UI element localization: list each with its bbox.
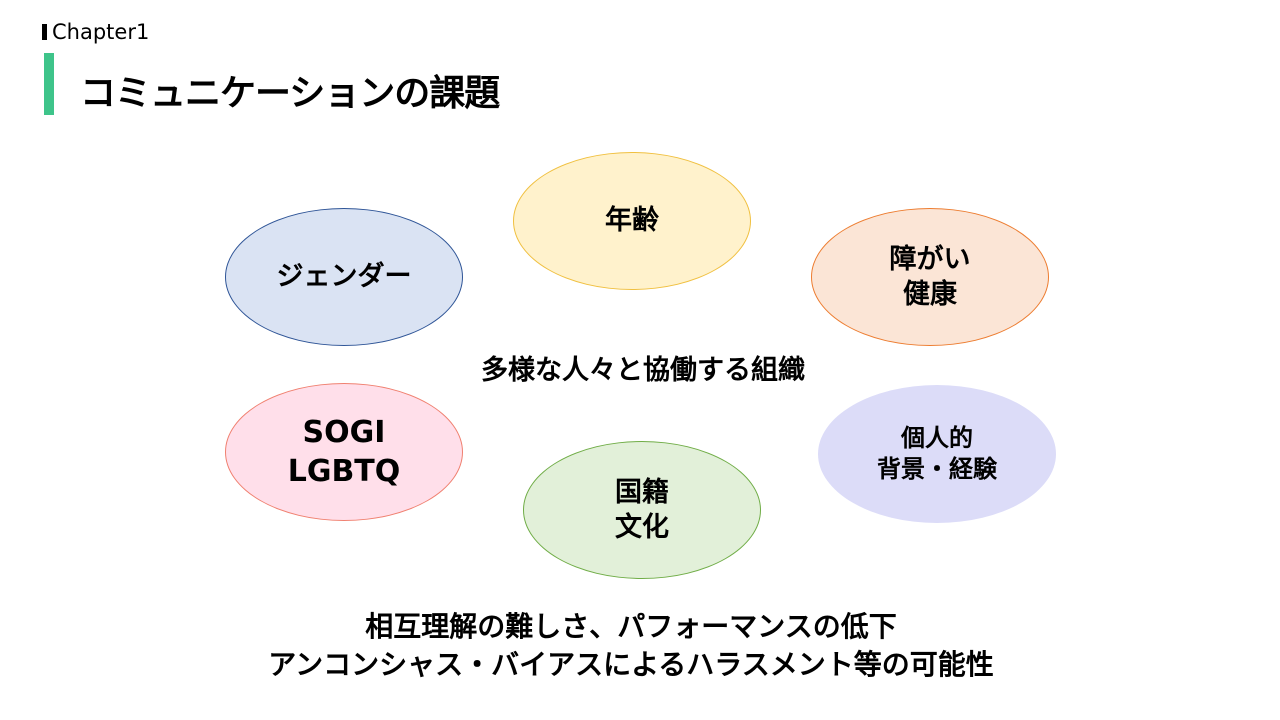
ellipse-nationality-culture: 国籍文化 [523, 441, 761, 579]
ellipse-label: 文化 [615, 512, 669, 543]
ellipse-personal-background: 個人的背景・経験 [818, 385, 1056, 523]
ellipse-disability-health: 障がい健康 [811, 208, 1049, 346]
conclusion: 相互理解の難しさ、パフォーマンスの低下 アンコンシャス・バイアスによるハラスメン… [0, 608, 1262, 684]
conclusion-line: 相互理解の難しさ、パフォーマンスの低下 [365, 610, 897, 643]
ellipse-label: 個人的 [901, 423, 973, 452]
ellipse-label: 年齢 [605, 205, 659, 237]
ellipse-sogi: SOGI LGBTQ [225, 383, 463, 521]
ellipse-label: 障がい [889, 243, 971, 275]
ellipse-label: 国籍 [615, 476, 669, 508]
page-title: コミュニケーションの課題 [80, 73, 500, 114]
ellipse-label: LGBTQ [287, 454, 401, 489]
chapter-text: Chapter1 [52, 20, 150, 44]
ellipse-label: ジェンダー [276, 261, 412, 293]
ellipse-gender: ジェンダー [225, 208, 463, 346]
center-text: 多様な人々と協働する組織 [481, 355, 805, 386]
ellipse-label: 背景・経験 [877, 455, 997, 483]
ellipse-label: SOGI [302, 415, 386, 450]
chapter-marker [42, 24, 47, 40]
ellipse-label: 健康 [903, 279, 957, 310]
chapter-label: Chapter1 [42, 20, 149, 44]
ellipse-age: 年齢 [513, 152, 751, 290]
title-accent-bar [44, 53, 54, 115]
conclusion-line: アンコンシャス・バイアスによるハラスメント等の可能性 [268, 648, 994, 681]
